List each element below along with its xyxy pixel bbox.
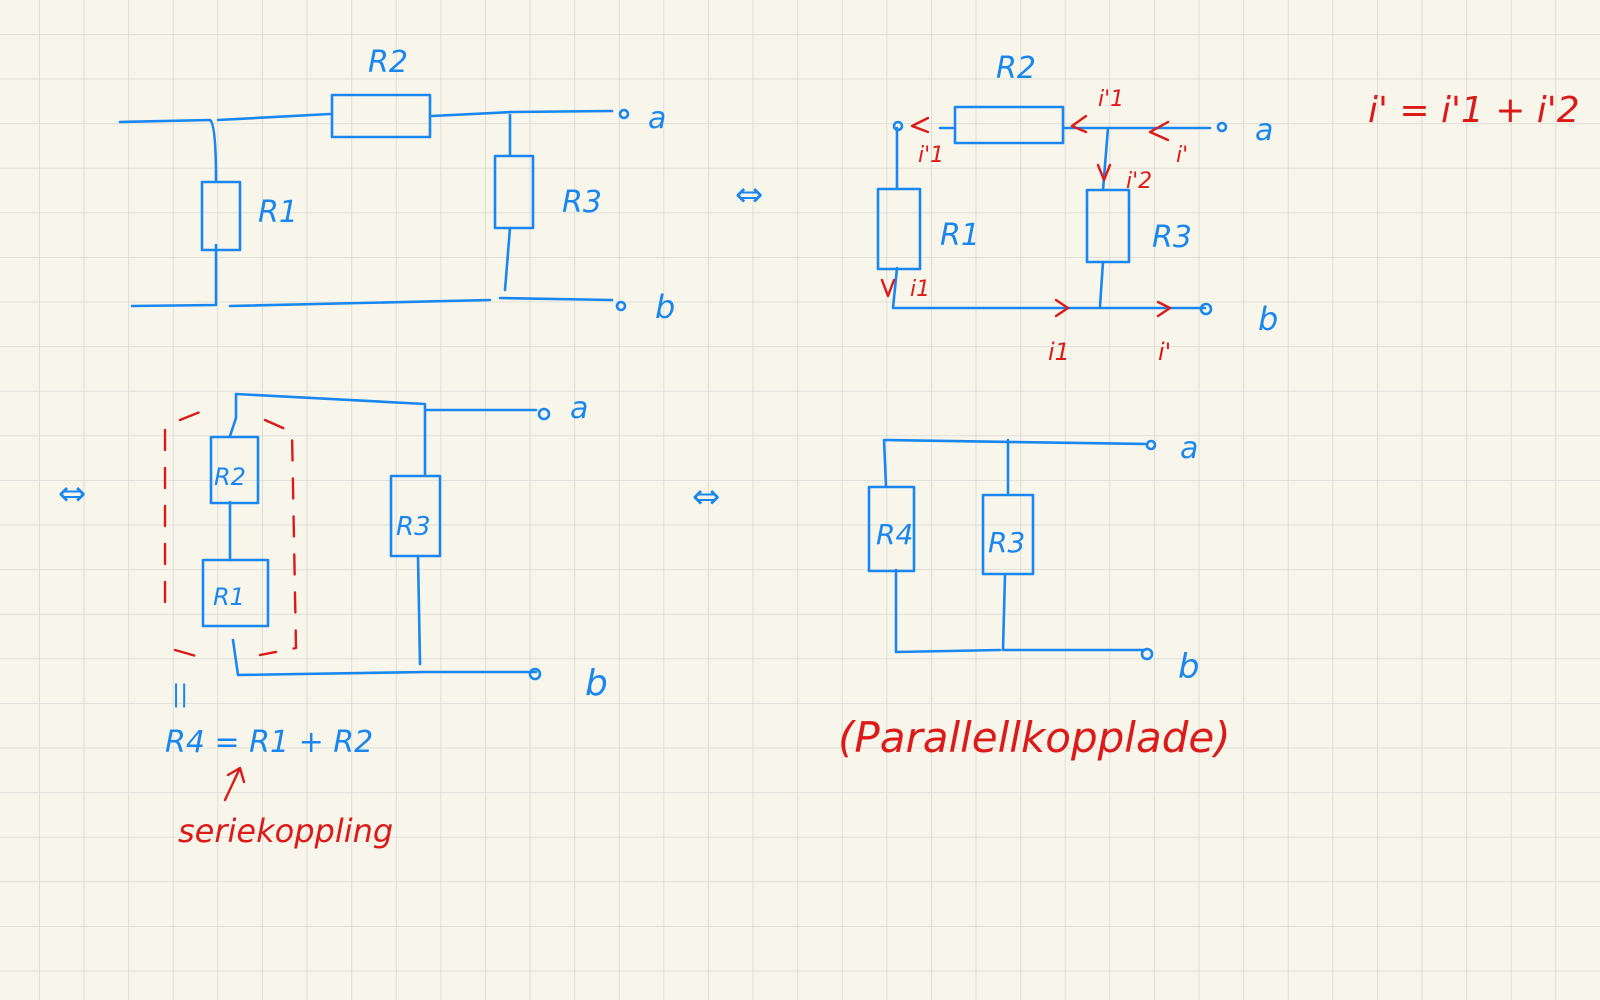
r4-label: R4 [876,518,913,551]
equivalence-arrow: ⇔ [58,474,87,514]
terminal-b: b [655,288,675,326]
terminal-a: a [1255,113,1273,148]
series-group-outline [163,410,298,662]
circuit-3: R2 R1 R3 a b || R4 = R1 + R2 seriekoppli… [163,391,608,850]
terminal-a: a [1180,431,1198,466]
series-note: seriekoppling [178,812,393,850]
r3-label: R3 [988,526,1025,559]
equivalence-arrow: ⇔ [735,175,764,215]
current-i1-bottom: i1 [1048,338,1070,366]
current-equation: i' = i'1 + i'2 [1368,90,1580,131]
circuit-1: R2 R1 R3 a b [118,45,675,326]
current-i-in: i' [1176,143,1188,168]
series-formula: R4 = R1 + R2 [165,725,373,760]
terminal-b: b [1258,300,1278,338]
r3-label: R3 [396,512,431,542]
circuit-2: R2 R1 R3 a b i'1 i'1 i' i'2 i1 i1 i' [876,51,1278,366]
r1-label: R1 [213,583,245,611]
r3-label: R3 [1152,220,1192,255]
equals-sign: || [172,680,188,708]
current-i1p-left: i'1 [918,143,944,168]
r1-label: R1 [258,195,298,230]
terminal-a: a [570,391,588,426]
terminal-b: b [585,663,608,704]
r1-label: R1 [940,218,980,253]
r2-label: R2 [996,51,1036,86]
circuit-4: R4 R3 a b (Parallellkopplade) [838,431,1231,762]
current-i2p: i'2 [1126,169,1152,194]
equivalence-arrow: ⇔ [692,477,721,517]
r2-label: R2 [368,45,408,80]
current-i1p-top: i'1 [1098,87,1124,112]
parallel-note: (Parallellkopplade) [838,713,1231,762]
r3-label: R3 [562,185,602,220]
terminal-a: a [648,101,666,136]
terminal-b: b [1178,647,1200,687]
r2-label: R2 [214,463,246,491]
current-i-bottom: i' [1158,338,1171,366]
current-i1-left: i1 [910,277,930,302]
